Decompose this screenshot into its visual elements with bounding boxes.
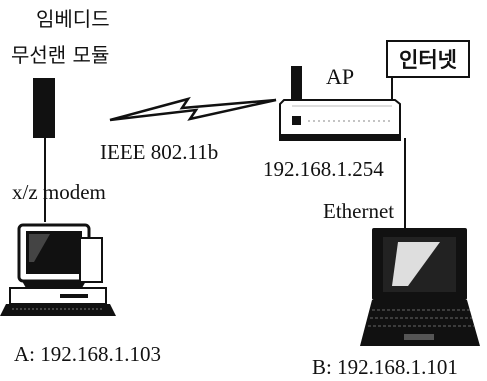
ethernet-label: Ethernet [323,199,395,223]
serial-protocol-label: x/z modem [12,180,106,204]
embedded-wlan-module-icon [33,78,55,138]
desktop-pc-icon [0,223,116,316]
host-a-label: A: 192.168.1.103 [14,342,161,366]
internet-label: 인터넷 [399,48,457,72]
internet-box: 인터넷 [386,40,470,78]
host-b-label: B: 192.168.1.101 [312,355,458,379]
module-label-line1: 임베디드 [36,7,110,31]
laptop-icon [360,228,480,346]
wireless-link-bolt [109,96,277,122]
ap-ip-label: 192.168.1.254 [263,157,384,181]
ap-antenna-icon [291,66,302,100]
access-point-icon [279,99,401,141]
wireless-standard-label: IEEE 802.11b [100,140,219,164]
ap-label: AP [326,64,355,89]
module-label-line2: 무선랜 모듈 [11,43,110,67]
